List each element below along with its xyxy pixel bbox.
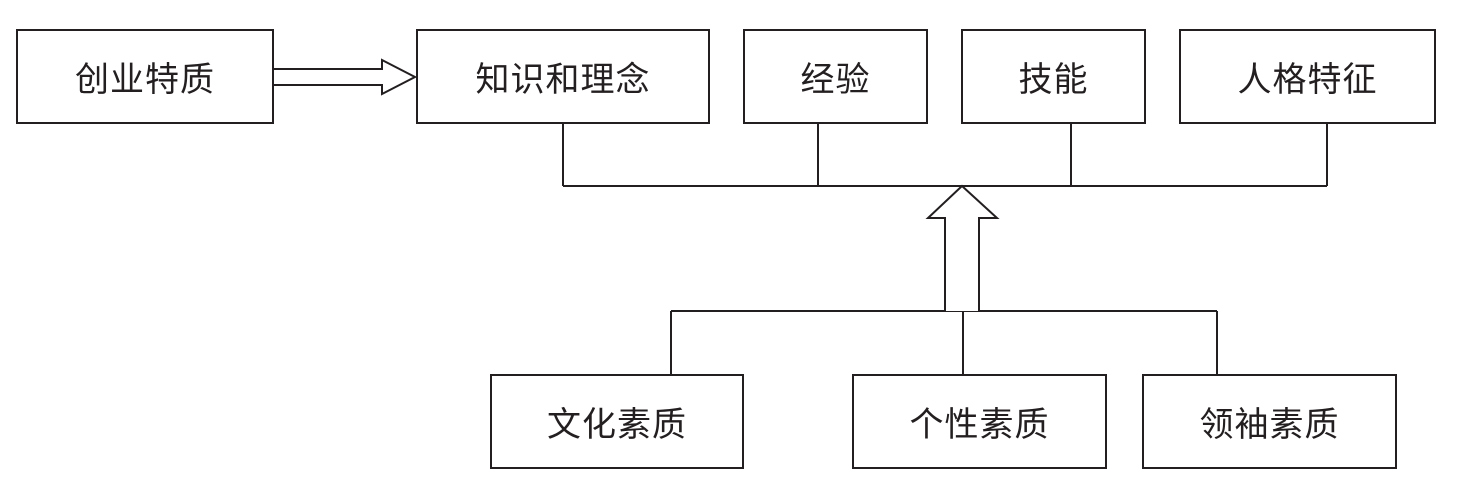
node-label: 知识和理念 [475,60,651,100]
node-label: 经验 [800,60,871,100]
node-skills: 技能 [961,29,1146,124]
node-individual-quality: 个性素质 [852,374,1107,469]
right-arrow [274,58,418,96]
node-personality-traits: 人格特征 [1179,29,1436,124]
node-label: 人格特征 [1237,60,1378,100]
node-label: 创业特质 [75,60,215,100]
node-label: 技能 [1018,60,1089,100]
node-label: 个性素质 [909,405,1050,445]
node-leadership-quality: 领袖素质 [1142,374,1397,469]
node-label: 文化素质 [547,405,687,445]
upward-arrow [925,184,1000,311]
node-cultural-quality: 文化素质 [490,374,744,469]
node-label: 领袖素质 [1199,405,1340,445]
node-experience: 经验 [743,29,928,124]
node-knowledge-concepts: 知识和理念 [416,29,710,124]
node-entrepreneurial-traits: 创业特质 [16,29,274,124]
